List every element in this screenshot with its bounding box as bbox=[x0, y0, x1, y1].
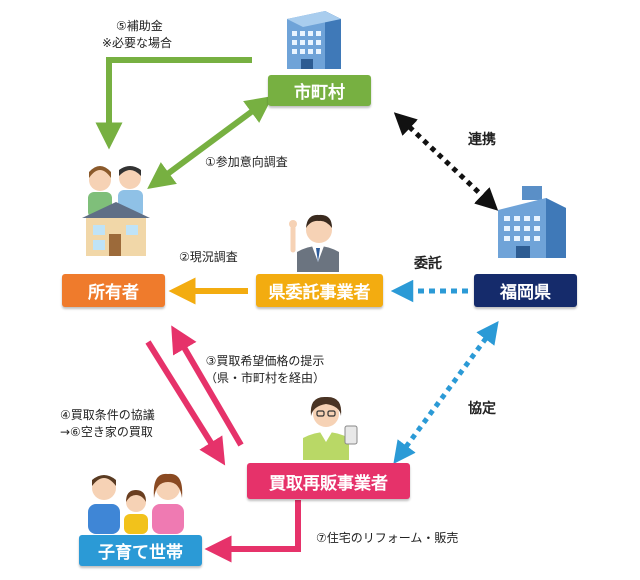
reseller-node: 買取再販事業者 bbox=[247, 463, 410, 499]
survey-arrow bbox=[147, 95, 273, 190]
fukuoka-node: 福岡県 bbox=[474, 274, 577, 307]
municipality-node: 市町村 bbox=[268, 75, 371, 106]
subsidy-label: ⑤補助金 ※必要な場合 bbox=[102, 18, 172, 52]
family-household-icon bbox=[88, 473, 184, 534]
reform-sale-arrow bbox=[204, 500, 301, 563]
price-arrow bbox=[171, 325, 244, 447]
agreement-label: 協定 bbox=[468, 401, 496, 417]
prefecture-office-icon bbox=[498, 186, 566, 258]
subsidy-arrow bbox=[95, 57, 252, 150]
subsidy-label-line2: ※必要な場合 bbox=[102, 36, 173, 50]
status-survey-label: ②現況調査 bbox=[179, 250, 238, 264]
contractor-person-icon bbox=[289, 214, 339, 272]
contractor-node: 県委託事業者 bbox=[256, 274, 383, 307]
reseller-person-icon bbox=[303, 396, 358, 460]
subsidy-label-line1: ⑤補助金 bbox=[116, 19, 163, 33]
negotiation-label-line1: ④買取条件の協議 bbox=[60, 408, 155, 422]
owner-node: 所有者 bbox=[62, 274, 165, 307]
owner-family-house-icon bbox=[82, 166, 150, 256]
agreement-arrow bbox=[393, 320, 499, 465]
municipality-building-icon bbox=[287, 11, 341, 69]
price-label-line2: （県・市町村を経由） bbox=[205, 371, 326, 385]
cooperation-label: 連携 bbox=[468, 132, 496, 148]
family-node: 子育て世帯 bbox=[79, 535, 202, 566]
survey-label: ①参加意向調査 bbox=[205, 155, 288, 169]
negotiation-arrow bbox=[145, 340, 226, 466]
negotiation-label-line2: →⑥空き家の買取 bbox=[60, 425, 153, 439]
reform-sale-label: ⑦住宅のリフォーム・販売 bbox=[316, 531, 459, 545]
price-label: ③買取希望価格の提示 （県・市町村を経由） bbox=[205, 353, 325, 387]
cooperation-arrow bbox=[393, 112, 499, 211]
negotiation-label: ④買取条件の協議 →⑥空き家の買取 bbox=[60, 407, 155, 441]
commission-label: 委託 bbox=[414, 256, 442, 272]
price-label-line1: ③買取希望価格の提示 bbox=[205, 354, 325, 368]
